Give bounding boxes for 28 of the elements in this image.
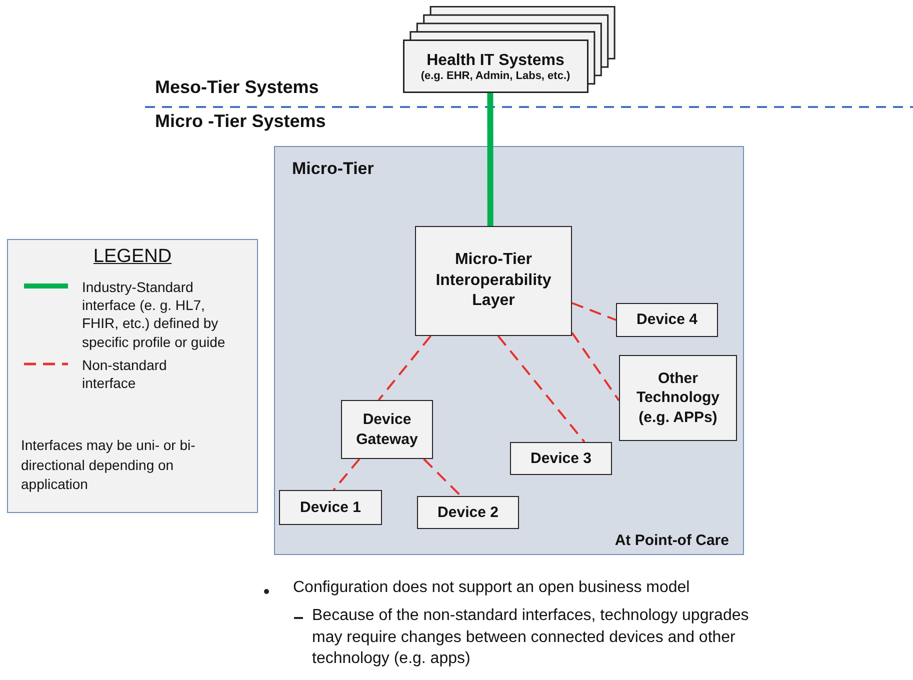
tier-label: Meso-Tier Systems — [155, 77, 319, 98]
system-title: Health IT Systems — [426, 52, 564, 70]
panel-title: Micro-Tier — [292, 159, 374, 179]
legend-text: Industry-Standard interface (e. g. HL7, FHIR, etc.) defined by specific profile or guide — [82, 278, 226, 351]
dashed-connector — [571, 332, 620, 402]
dashed-connector — [378, 335, 432, 401]
layer-box: Micro-Tier Interoperability Layer — [415, 226, 572, 336]
dashed-connector — [497, 335, 586, 443]
note-text: Because of the non-standard interfaces, technology upgrades may require changes between connected devices and other technology (e.g. apps) — [312, 606, 750, 670]
note-text: Configuration does not support an open business model — [293, 579, 690, 597]
dashed-connector — [423, 458, 462, 497]
legend-title: LEGEND — [92, 246, 173, 268]
stacked-system-box — [403, 6, 616, 93]
gateway-box: Device Gateway — [341, 400, 433, 459]
system-examples: (e.g. EHR, Admin, Labs, etc.) — [420, 70, 570, 82]
location-label: At Point-of Care — [614, 532, 729, 549]
interface-line — [487, 92, 494, 226]
dashed-connector — [572, 302, 616, 321]
device-box: Device 4 — [616, 303, 718, 337]
tier-label: Micro -Tier Systems — [155, 111, 326, 132]
technology-box: Other Technology (e.g. APPs) — [619, 355, 737, 441]
device-box: Device 3 — [510, 442, 612, 475]
device-box: Device 1 — [279, 490, 382, 525]
legend-note: Interfaces may be uni- or bi-directional depending on application — [21, 436, 196, 494]
tier-panel — [274, 146, 744, 555]
dashed-connector — [332, 458, 360, 491]
legend-text: Non-standard interface — [82, 356, 168, 392]
device-box: Device 2 — [417, 496, 519, 529]
